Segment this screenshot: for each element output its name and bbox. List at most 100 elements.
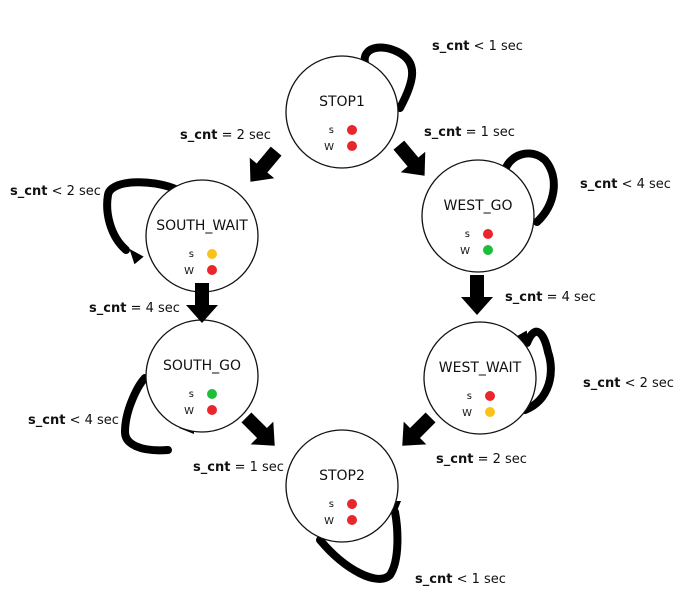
condition-variable: s_cnt [10, 184, 47, 199]
state-circle [285, 55, 399, 169]
condition-variable: s_cnt [415, 572, 452, 587]
transition-condition: s_cnt = 4 sec [505, 290, 596, 305]
state-name: SOUTH_WAIT [156, 218, 248, 234]
state-name: SOUTH_GO [163, 358, 241, 374]
south-light-yellow [207, 249, 217, 259]
condition-value: 1 sec [481, 125, 515, 140]
transition-stop1-to-west-go: s_cnt = 1 sec [393, 125, 515, 176]
transition-arrow [393, 140, 426, 176]
self-loop-condition: s_cnt < 4 sec [580, 177, 671, 192]
transition-condition: s_cnt = 4 sec [89, 301, 180, 316]
condition-variable: s_cnt [28, 413, 65, 428]
south-signal-label: s [329, 499, 334, 510]
self-loop-arrow-path [521, 327, 555, 414]
south-signal-label: s [189, 249, 194, 260]
self-loop-west-wait-loop: s_cnt < 2 sec [516, 327, 674, 414]
self-loop-arrow-path [103, 178, 182, 254]
condition-variable: s_cnt [583, 376, 620, 391]
self-loop-arrow-path [501, 149, 558, 226]
transition-arrow [402, 412, 436, 446]
west-light-red [347, 141, 357, 151]
condition-operator: = [478, 452, 489, 467]
state-name: STOP2 [319, 468, 365, 484]
condition-operator: < [625, 376, 636, 391]
state-circle [285, 429, 399, 543]
self-loop-condition: s_cnt < 2 sec [10, 184, 101, 199]
condition-operator: = [235, 460, 246, 475]
condition-value: 2 sec [237, 128, 271, 143]
condition-operator: < [70, 413, 81, 428]
west-signal-label: W [324, 516, 334, 527]
condition-operator: = [466, 125, 477, 140]
state-circle [145, 179, 259, 293]
transition-condition: s_cnt = 1 sec [193, 460, 284, 475]
transition-south-go-to-stop2: s_cnt = 1 sec [193, 412, 284, 475]
west-light-yellow [485, 407, 495, 417]
condition-variable: s_cnt [424, 125, 461, 140]
transition-arrow [241, 412, 275, 446]
condition-value: 4 sec [637, 177, 671, 192]
condition-value: 4 sec [146, 301, 180, 316]
transition-condition: s_cnt = 2 sec [436, 452, 527, 467]
west-signal-label: W [460, 246, 470, 257]
condition-operator: < [622, 177, 633, 192]
state-name: WEST_GO [444, 198, 513, 214]
south-light-red [347, 125, 357, 135]
condition-operator: = [547, 290, 558, 305]
self-loop-arrow-path [316, 508, 402, 583]
state-stop2: STOP2 sW [285, 429, 399, 543]
condition-variable: s_cnt [180, 128, 217, 143]
self-loop-arrowhead [129, 248, 144, 265]
condition-variable: s_cnt [193, 460, 230, 475]
self-loop-condition: s_cnt < 4 sec [28, 413, 119, 428]
condition-operator: = [222, 128, 233, 143]
condition-value: 2 sec [640, 376, 674, 391]
self-loop-condition: s_cnt < 1 sec [415, 572, 506, 587]
west-signal-label: W [462, 408, 472, 419]
transition-west-go-to-west-wait: s_cnt = 4 sec [461, 275, 596, 315]
state-name: WEST_WAIT [439, 360, 522, 376]
transition-arrow [249, 146, 282, 182]
condition-value: 1 sec [472, 572, 506, 587]
south-signal-label: s [465, 229, 470, 240]
condition-value: 1 sec [250, 460, 284, 475]
transition-south-wait-to-south-go: s_cnt = 4 sec [89, 283, 218, 323]
condition-value: 4 sec [85, 413, 119, 428]
south-signal-label: s [467, 391, 472, 402]
west-light-red [207, 265, 217, 275]
west-signal-label: W [184, 266, 194, 277]
state-circle [423, 321, 537, 435]
transition-condition: s_cnt = 2 sec [180, 128, 271, 143]
transition-arrow [461, 275, 493, 315]
west-light-red [347, 515, 357, 525]
west-signal-label: W [184, 406, 194, 417]
condition-value: 1 sec [489, 39, 523, 54]
condition-variable: s_cnt [505, 290, 542, 305]
transition-condition: s_cnt = 1 sec [424, 125, 515, 140]
self-loop-condition: s_cnt < 1 sec [432, 39, 523, 54]
south-light-red [347, 499, 357, 509]
transition-west-wait-to-stop2: s_cnt = 2 sec [402, 412, 527, 467]
transition-stop1-to-south-wait: s_cnt = 2 sec [180, 128, 282, 182]
state-circle [421, 159, 535, 273]
condition-operator: = [131, 301, 142, 316]
south-signal-label: s [329, 125, 334, 136]
condition-value: 2 sec [493, 452, 527, 467]
self-loop-condition: s_cnt < 2 sec [583, 376, 674, 391]
south-signal-label: s [189, 389, 194, 400]
self-loop-arrow-path [360, 43, 417, 112]
condition-variable: s_cnt [432, 39, 469, 54]
condition-value: 4 sec [562, 290, 596, 305]
west-light-red [207, 405, 217, 415]
self-loop-arrowhead [516, 330, 529, 347]
condition-operator: < [457, 572, 468, 587]
west-signal-label: W [324, 142, 334, 153]
self-loop-stop2-loop: s_cnt < 1 sec [316, 501, 506, 587]
transition-arrow [186, 283, 218, 323]
state-name: STOP1 [319, 94, 365, 110]
condition-variable: s_cnt [436, 452, 473, 467]
